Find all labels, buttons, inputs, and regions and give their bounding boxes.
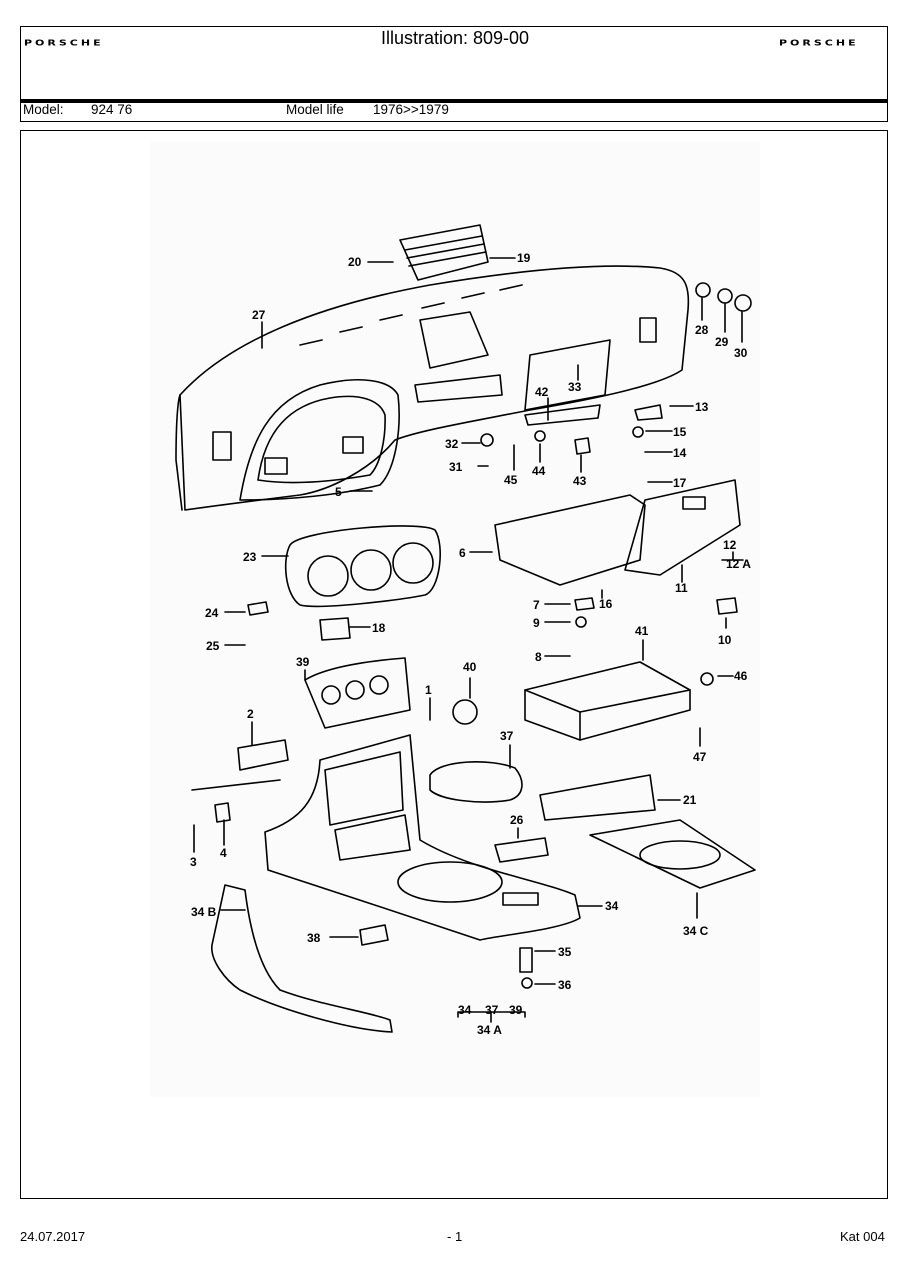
callout-11: 11 <box>675 581 688 595</box>
callout-13: 13 <box>695 400 709 414</box>
vent-drawing <box>399 224 489 281</box>
callout-24: 24 <box>205 606 219 620</box>
callout-19: 19 <box>517 251 531 265</box>
callout-29: 29 <box>715 335 729 349</box>
callout-3: 3 <box>190 855 197 869</box>
side-trim-drawing <box>211 884 393 1033</box>
callout-4: 4 <box>220 846 227 860</box>
callout-27: 27 <box>252 308 266 322</box>
model-life-label: Model life <box>286 102 344 117</box>
page-title: Illustration: 809-00 <box>380 28 530 48</box>
clip-drawing <box>359 924 389 946</box>
frame-drawing <box>429 761 523 803</box>
callout-39: 39 <box>296 655 310 669</box>
callout-43: 43 <box>573 474 587 488</box>
callout-16: 16 <box>599 597 613 611</box>
callout-14: 14 <box>673 446 687 460</box>
porsche-logo-right: PORSCHE <box>779 38 859 48</box>
callout-17: 17 <box>673 476 687 490</box>
callout-34: 34 <box>605 899 619 913</box>
callout-15: 15 <box>673 425 687 439</box>
model-label: Model: <box>23 102 64 117</box>
footer-date: 24.07.2017 <box>20 1229 86 1244</box>
header-box <box>20 26 888 100</box>
switch-drawing <box>319 617 351 641</box>
bracket-42-drawing <box>524 404 601 426</box>
ashtray-drawing <box>494 837 549 863</box>
callout-12a: 12 A <box>726 557 751 571</box>
callout-21: 21 <box>683 793 697 807</box>
callout-45: 45 <box>504 473 518 487</box>
footer-page: - 1 <box>447 1229 463 1244</box>
callout-40: 40 <box>463 660 477 674</box>
bracket-13-drawing <box>634 404 663 421</box>
model-life-value: 1976>>1979 <box>373 102 449 117</box>
glove-box-drawing <box>494 494 646 586</box>
callout-2: 2 <box>247 707 254 721</box>
callout-6: 6 <box>459 546 466 560</box>
callout-35: 35 <box>558 945 572 959</box>
callout-28: 28 <box>695 323 709 337</box>
callout-1: 1 <box>425 683 432 697</box>
group-callout-34a: 34 A <box>477 1023 502 1037</box>
cap-drawing <box>452 699 478 725</box>
callout-31: 31 <box>449 460 463 474</box>
callout-26: 26 <box>510 813 524 827</box>
model-row: Model: 924 76 Model life 1976>>1979 <box>20 102 888 122</box>
tray-drawing <box>524 661 691 741</box>
callout-8: 8 <box>535 650 542 664</box>
model-value: 924 76 <box>91 102 133 117</box>
callout-38: 38 <box>307 931 321 945</box>
callout-25: 25 <box>206 639 220 653</box>
callout-44: 44 <box>532 464 546 478</box>
callout-37: 37 <box>500 729 514 743</box>
porsche-logo-left: PORSCHE <box>24 38 104 48</box>
instrument-housing-drawing <box>284 525 441 608</box>
callout-10: 10 <box>718 633 732 647</box>
callout-36: 36 <box>558 978 572 992</box>
bezel-drawing <box>304 657 411 729</box>
callout-46: 46 <box>734 669 748 683</box>
header-divider <box>20 100 888 103</box>
callout-18: 18 <box>372 621 386 635</box>
callout-42: 42 <box>535 385 549 399</box>
console-drawing <box>264 734 581 941</box>
callout-32: 32 <box>445 437 459 451</box>
group-callout-34: 34 <box>458 1003 472 1017</box>
callout-23: 23 <box>243 550 257 564</box>
callout-34c: 34 C <box>683 924 709 938</box>
mat-drawing <box>589 819 756 889</box>
callout-47: 47 <box>693 750 707 764</box>
callout-41: 41 <box>635 624 649 638</box>
callout-12: 12 <box>723 538 737 552</box>
bracket-drawing <box>191 739 289 791</box>
footer-catalog: Kat 004 <box>840 1229 885 1244</box>
group-callout-37: 37 <box>485 1003 499 1017</box>
illustration-frame <box>20 130 888 1199</box>
callout-7: 7 <box>533 598 540 612</box>
storage-tray-drawing <box>539 774 656 821</box>
callout-34b: 34 B <box>191 905 217 919</box>
callout-30: 30 <box>734 346 748 360</box>
callout-20: 20 <box>348 255 362 269</box>
callout-9: 9 <box>533 616 540 630</box>
callout-5: 5 <box>335 485 342 499</box>
group-callout-39: 39 <box>509 1003 523 1017</box>
dashboard-part-drawing <box>175 265 690 511</box>
diagram-background <box>150 142 760 1097</box>
callout-33: 33 <box>568 380 582 394</box>
